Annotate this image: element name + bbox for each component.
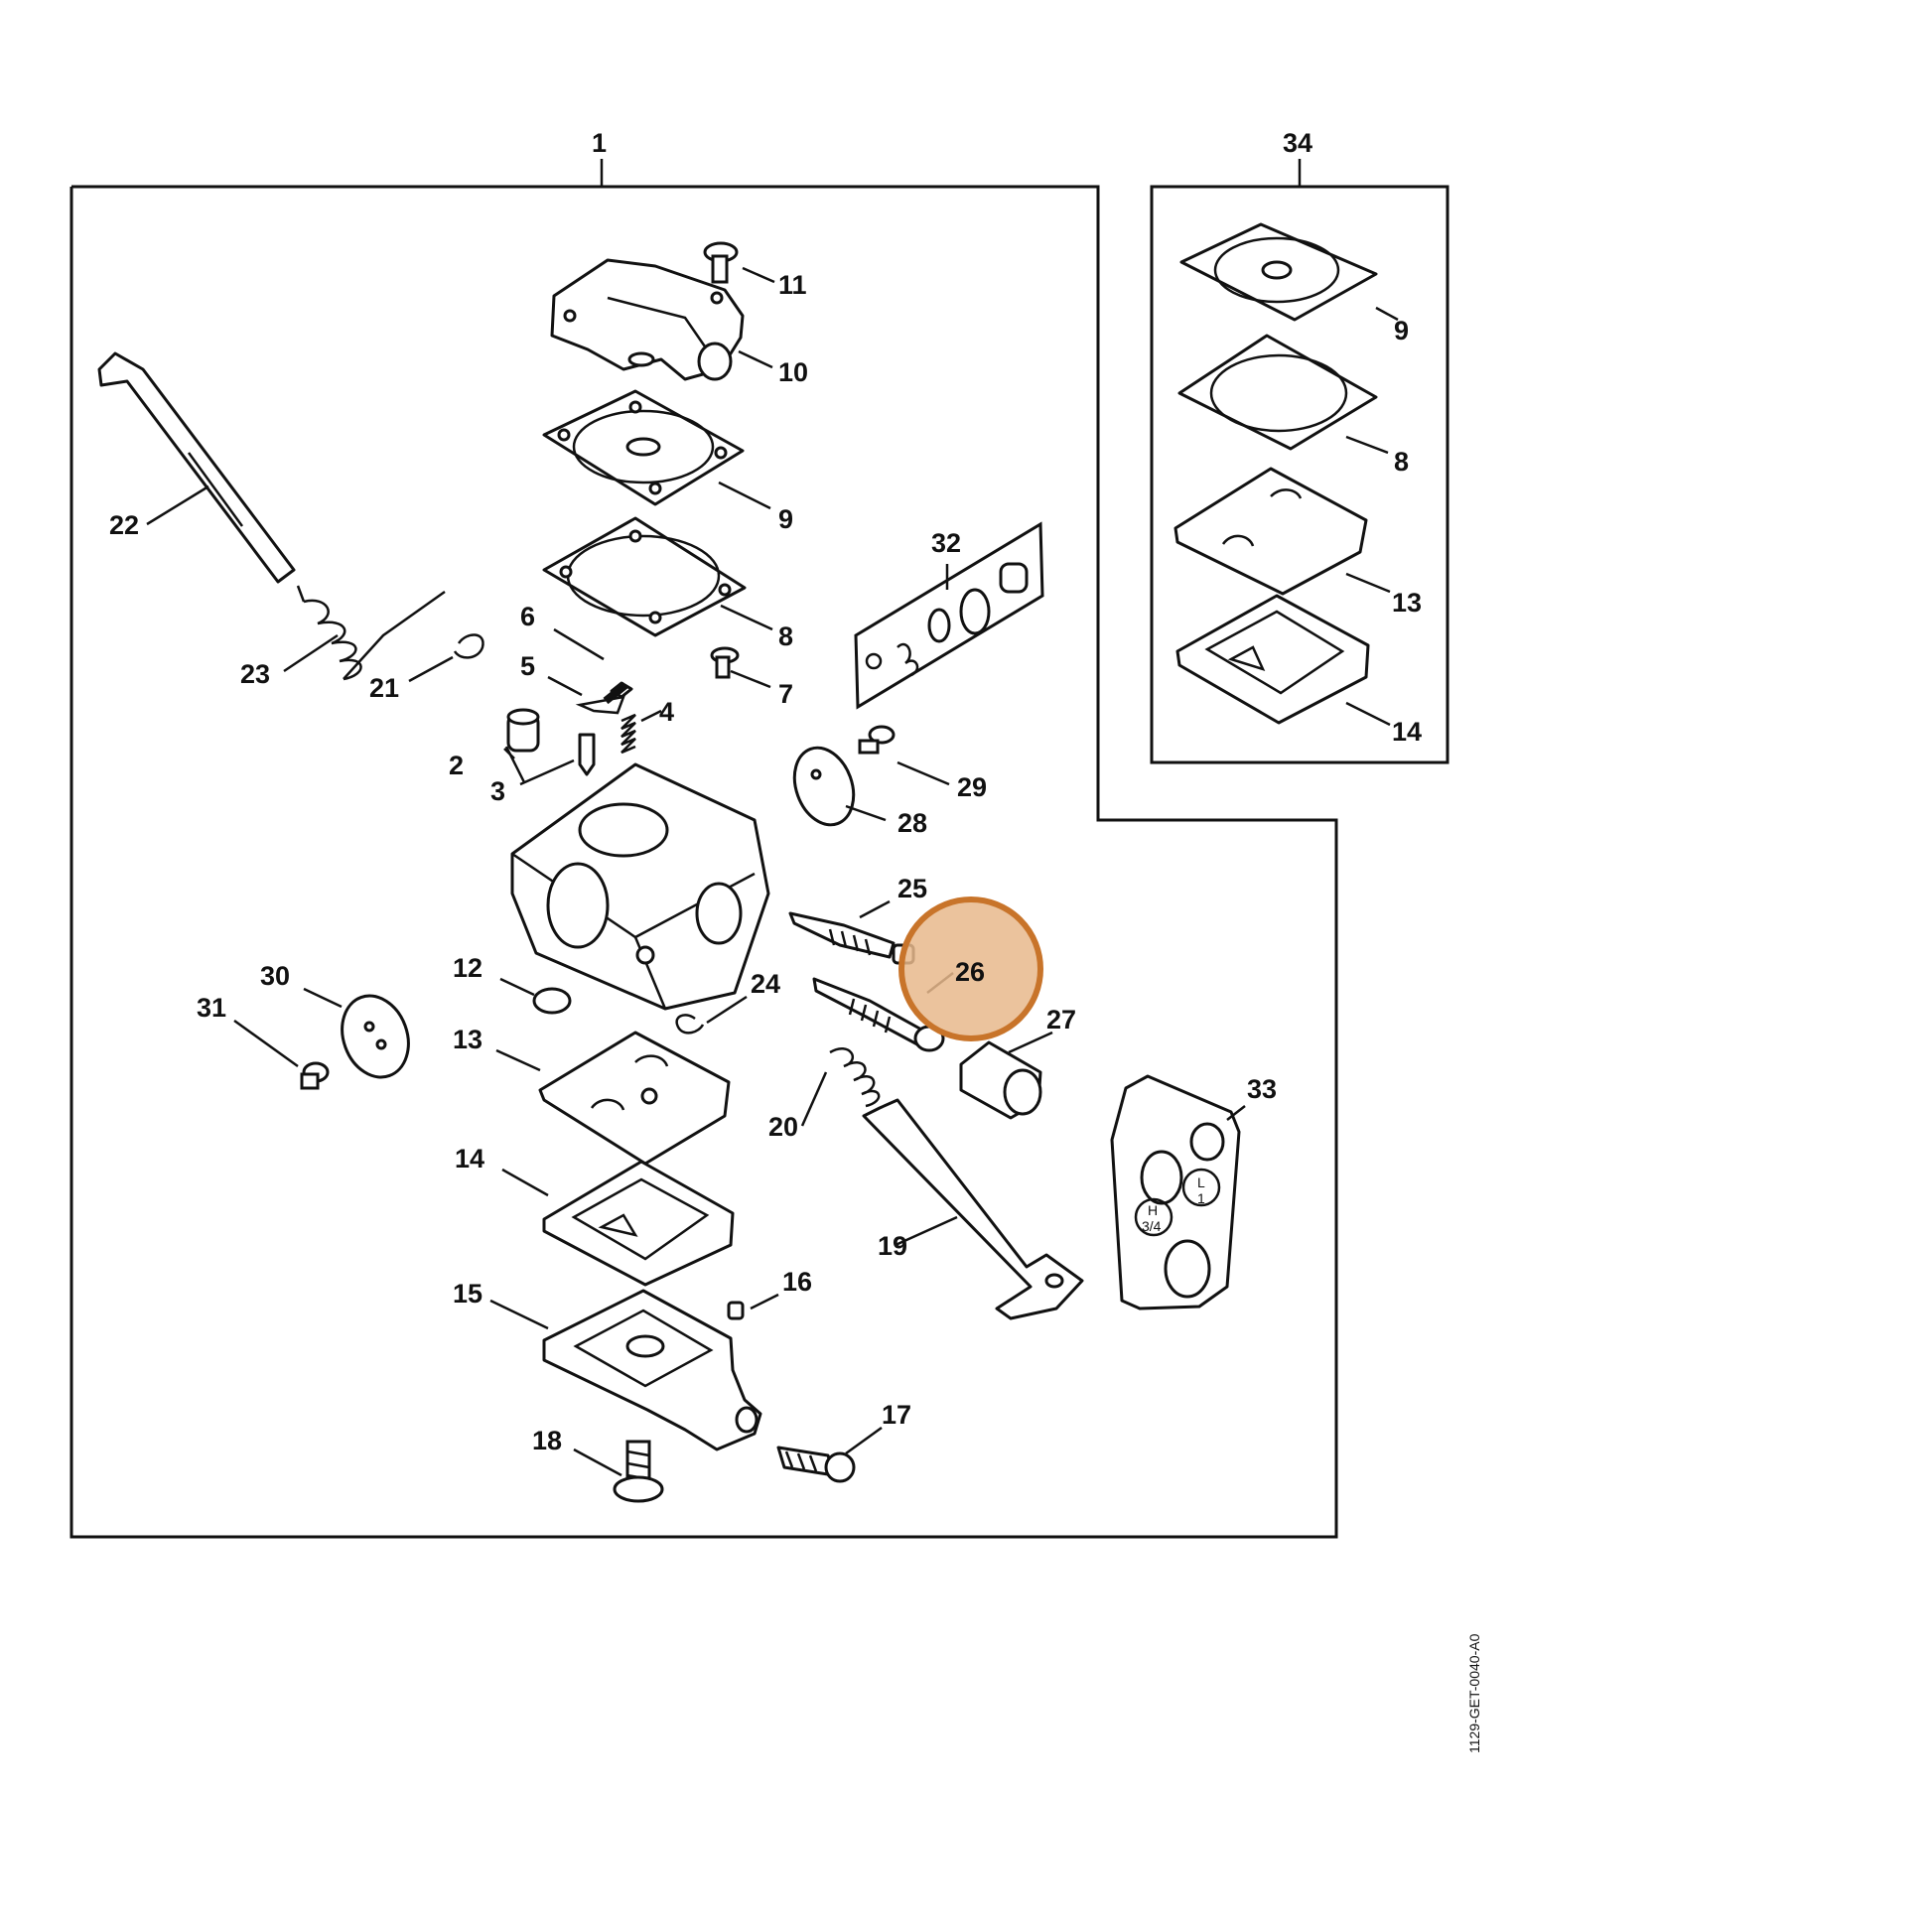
choke-plate-part bbox=[792, 746, 856, 827]
kit-label: 34 bbox=[1283, 128, 1312, 158]
kit-callout-9: 9 bbox=[1394, 316, 1409, 345]
callout-7: 7 bbox=[778, 679, 793, 709]
kit-callouts: 9 8 13 14 bbox=[1392, 316, 1422, 747]
kit-callout-14: 14 bbox=[1392, 717, 1422, 747]
gasket-part bbox=[542, 516, 747, 637]
cover-screw-part bbox=[613, 1440, 664, 1503]
retainer-clip-part bbox=[675, 1014, 705, 1035]
callout-31: 31 bbox=[197, 993, 226, 1023]
callout-33: 33 bbox=[1247, 1074, 1277, 1104]
plate-mark-l: L bbox=[1197, 1174, 1205, 1190]
callout-4: 4 bbox=[659, 697, 674, 727]
small-screw-part bbox=[710, 646, 740, 679]
callouts: 2 3 4 5 6 7 8 9 10 11 12 13 14 15 16 17 … bbox=[109, 270, 1277, 1455]
callout-17: 17 bbox=[882, 1400, 911, 1430]
callout-14: 14 bbox=[455, 1144, 484, 1173]
kit-callout-13: 13 bbox=[1392, 588, 1422, 618]
kit-gasket-part bbox=[1177, 334, 1378, 451]
callout-9: 9 bbox=[778, 504, 793, 534]
callout-24: 24 bbox=[751, 969, 780, 999]
limiter-cap-part bbox=[959, 1040, 1042, 1120]
callout-15: 15 bbox=[453, 1279, 483, 1309]
lever-part bbox=[575, 695, 625, 715]
reference-code: 1129-GET-0040-A0 bbox=[1466, 1633, 1482, 1753]
shaft-part bbox=[97, 351, 296, 584]
callout-32: 32 bbox=[931, 528, 961, 558]
kit-metering-gasket-part bbox=[1175, 594, 1370, 725]
plug-part bbox=[506, 708, 540, 753]
leader-lines bbox=[146, 266, 1399, 1477]
callout-16: 16 bbox=[782, 1267, 812, 1297]
screw-part bbox=[703, 241, 739, 284]
callout-5: 5 bbox=[520, 651, 535, 681]
callout-3: 3 bbox=[490, 776, 505, 806]
callout-12: 12 bbox=[453, 953, 483, 983]
choke-shaft-part bbox=[862, 1098, 1084, 1320]
pump-plug-part bbox=[727, 1301, 745, 1320]
callout-25: 25 bbox=[897, 874, 927, 903]
kit-diaphragm-part bbox=[1179, 222, 1378, 322]
callout-19: 19 bbox=[878, 1231, 907, 1261]
pin-body bbox=[603, 681, 628, 705]
idle-screw-part bbox=[776, 1446, 856, 1483]
callout-6: 6 bbox=[520, 602, 535, 631]
callout-28: 28 bbox=[897, 808, 927, 838]
kit-metering-diaphragm-part bbox=[1173, 467, 1368, 596]
filter-part bbox=[532, 987, 572, 1015]
callout-20: 20 bbox=[768, 1112, 798, 1142]
plate-screw-part bbox=[300, 1061, 330, 1090]
callout-10: 10 bbox=[778, 357, 808, 387]
kit-callout-8: 8 bbox=[1394, 447, 1409, 477]
callout-30: 30 bbox=[260, 961, 290, 991]
inlet-spring-part bbox=[621, 713, 636, 755]
spring-part bbox=[296, 585, 446, 681]
plate-mark-h: H bbox=[1148, 1202, 1158, 1218]
metering-gasket-part bbox=[542, 1160, 735, 1287]
needle-part bbox=[578, 733, 596, 776]
clip-part bbox=[453, 633, 484, 659]
pump-cover-part bbox=[542, 1289, 762, 1451]
callout-23: 23 bbox=[240, 659, 270, 689]
throttle-plate-part bbox=[341, 994, 410, 1079]
carburetor-body bbox=[510, 762, 770, 1011]
assembly-label: 1 bbox=[592, 128, 607, 158]
plate-mark-l-fraction: 1 bbox=[1197, 1190, 1205, 1206]
cover-part bbox=[550, 258, 745, 381]
callout-8: 8 bbox=[778, 621, 793, 651]
callout-18: 18 bbox=[532, 1426, 562, 1455]
metering-diaphragm-part bbox=[538, 1031, 731, 1166]
callout-27: 27 bbox=[1046, 1005, 1076, 1035]
callout-26: 26 bbox=[955, 957, 985, 987]
high-speed-screw-part bbox=[788, 911, 915, 965]
highlight-circle bbox=[898, 897, 1043, 1041]
callout-22: 22 bbox=[109, 510, 139, 540]
callout-13: 13 bbox=[453, 1025, 483, 1054]
screw-spring-part bbox=[829, 1047, 881, 1108]
callout-11: 11 bbox=[778, 270, 807, 300]
plate-mark-h-fraction: 3/4 bbox=[1142, 1218, 1162, 1234]
choke-screw-part bbox=[858, 725, 896, 755]
callout-2: 2 bbox=[449, 751, 464, 780]
callout-21: 21 bbox=[369, 673, 399, 703]
callout-29: 29 bbox=[957, 772, 987, 802]
kit-frame bbox=[1150, 159, 1449, 764]
diaphragm-part bbox=[542, 389, 745, 506]
seal-kit-part bbox=[854, 521, 1044, 710]
adjustment-plate-part bbox=[1110, 1074, 1241, 1311]
assembly-frame bbox=[69, 159, 1338, 1539]
